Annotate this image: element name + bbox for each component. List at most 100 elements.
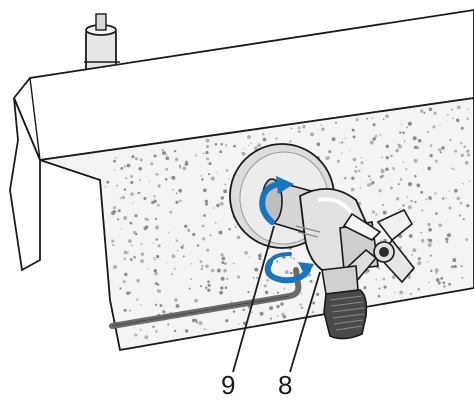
plaster-speckle — [190, 278, 193, 281]
plaster-speckle — [434, 159, 438, 163]
plaster-speckle — [202, 237, 206, 241]
plaster-speckle — [165, 168, 169, 171]
plaster-speckle — [124, 272, 128, 277]
plaster-speckle — [171, 175, 176, 180]
plaster-speckle — [453, 168, 455, 171]
plaster-speckle — [264, 290, 269, 295]
plaster-speckle — [326, 156, 330, 160]
plaster-speckle — [251, 311, 253, 313]
plaster-speckle — [260, 252, 262, 255]
plaster-speckle — [374, 134, 378, 138]
plaster-speckle — [394, 291, 396, 293]
plaster-speckle — [309, 280, 313, 283]
plaster-speckle — [207, 283, 211, 287]
plaster-speckle — [223, 189, 228, 194]
plaster-speckle — [185, 329, 189, 333]
plaster-speckle — [155, 330, 158, 333]
plaster-speckle — [438, 223, 442, 227]
plaster-speckle — [221, 261, 225, 265]
plaster-speckle — [113, 206, 117, 210]
plaster-speckle — [242, 308, 245, 311]
plaster-speckle — [209, 234, 212, 237]
plaster-speckle — [157, 184, 161, 188]
plaster-speckle — [208, 162, 212, 166]
plaster-speckle — [220, 142, 223, 146]
plaster-speckle — [145, 225, 149, 229]
plaster-speckle — [129, 221, 133, 225]
plaster-speckle — [413, 145, 418, 150]
plaster-speckle — [203, 328, 206, 331]
plaster-speckle — [280, 302, 284, 306]
plaster-speckle — [225, 319, 229, 323]
plaster-speckle — [190, 263, 192, 265]
plaster-speckle — [232, 262, 235, 265]
plaster-speckle — [389, 186, 393, 190]
plaster-speckle — [112, 244, 115, 247]
plaster-speckle — [196, 244, 200, 247]
plaster-speckle — [390, 154, 393, 158]
plaster-speckle — [166, 261, 168, 263]
plaster-speckle — [249, 256, 251, 258]
plaster-speckle — [412, 248, 417, 253]
plaster-speckle — [420, 109, 424, 113]
plaster-speckle — [369, 140, 374, 145]
plaster-speckle — [281, 312, 285, 316]
plaster-speckle — [140, 259, 144, 263]
plaster-speckle — [203, 214, 206, 217]
plaster-speckle — [405, 255, 408, 258]
plaster-speckle — [220, 253, 224, 257]
plaster-speckle — [425, 198, 428, 201]
angle-valve-body — [261, 178, 379, 271]
plaster-speckle — [442, 281, 446, 285]
plaster-speckle — [449, 138, 452, 141]
plaster-speckle — [236, 275, 241, 279]
plaster-speckle — [420, 238, 425, 243]
plaster-speckle — [439, 124, 441, 127]
plaster-speckle — [205, 144, 210, 149]
plaster-speckle — [434, 192, 437, 195]
plaster-speckle — [429, 197, 432, 201]
plaster-speckle — [375, 278, 378, 281]
plaster-speckle — [397, 143, 400, 146]
plaster-speckle — [451, 108, 453, 111]
plaster-speckle — [162, 310, 166, 314]
plaster-speckle — [460, 142, 463, 145]
plaster-speckle — [224, 144, 228, 147]
plaster-speckle — [360, 161, 364, 165]
plaster-speckle — [451, 265, 454, 269]
plaster-speckle — [182, 166, 187, 171]
plaster-speckle — [106, 180, 110, 184]
plaster-speckle — [157, 283, 160, 286]
plaster-speckle — [378, 188, 382, 193]
plaster-speckle — [350, 187, 355, 192]
plaster-speckle — [358, 169, 361, 173]
plaster-speckle — [352, 157, 357, 162]
plaster-speckle — [207, 288, 211, 292]
plaster-speckle — [328, 150, 332, 154]
plaster-speckle — [219, 201, 224, 206]
plaster-speckle — [237, 322, 240, 325]
plaster-speckle — [411, 254, 413, 256]
plaster-speckle — [172, 189, 174, 191]
plaster-speckle — [202, 188, 207, 193]
plaster-speckle — [407, 121, 412, 126]
plaster-speckle — [247, 134, 251, 139]
plaster-speckle — [355, 118, 359, 122]
plaster-speckle — [446, 113, 449, 116]
plaster-speckle — [223, 262, 227, 265]
plaster-speckle — [131, 244, 133, 247]
plaster-speckle — [382, 210, 387, 215]
plaster-speckle — [201, 265, 204, 267]
plaster-speckle — [185, 160, 188, 163]
plaster-speckle — [174, 149, 177, 153]
plaster-speckle — [276, 260, 279, 263]
plaster-speckle — [466, 204, 470, 208]
plaster-speckle — [170, 176, 172, 179]
plaster-speckle — [391, 275, 396, 279]
plaster-speckle — [311, 311, 314, 314]
plaster-speckle — [262, 132, 265, 136]
plaster-speckle — [123, 165, 126, 168]
plaster-speckle — [155, 238, 158, 241]
plaster-speckle — [206, 157, 210, 161]
